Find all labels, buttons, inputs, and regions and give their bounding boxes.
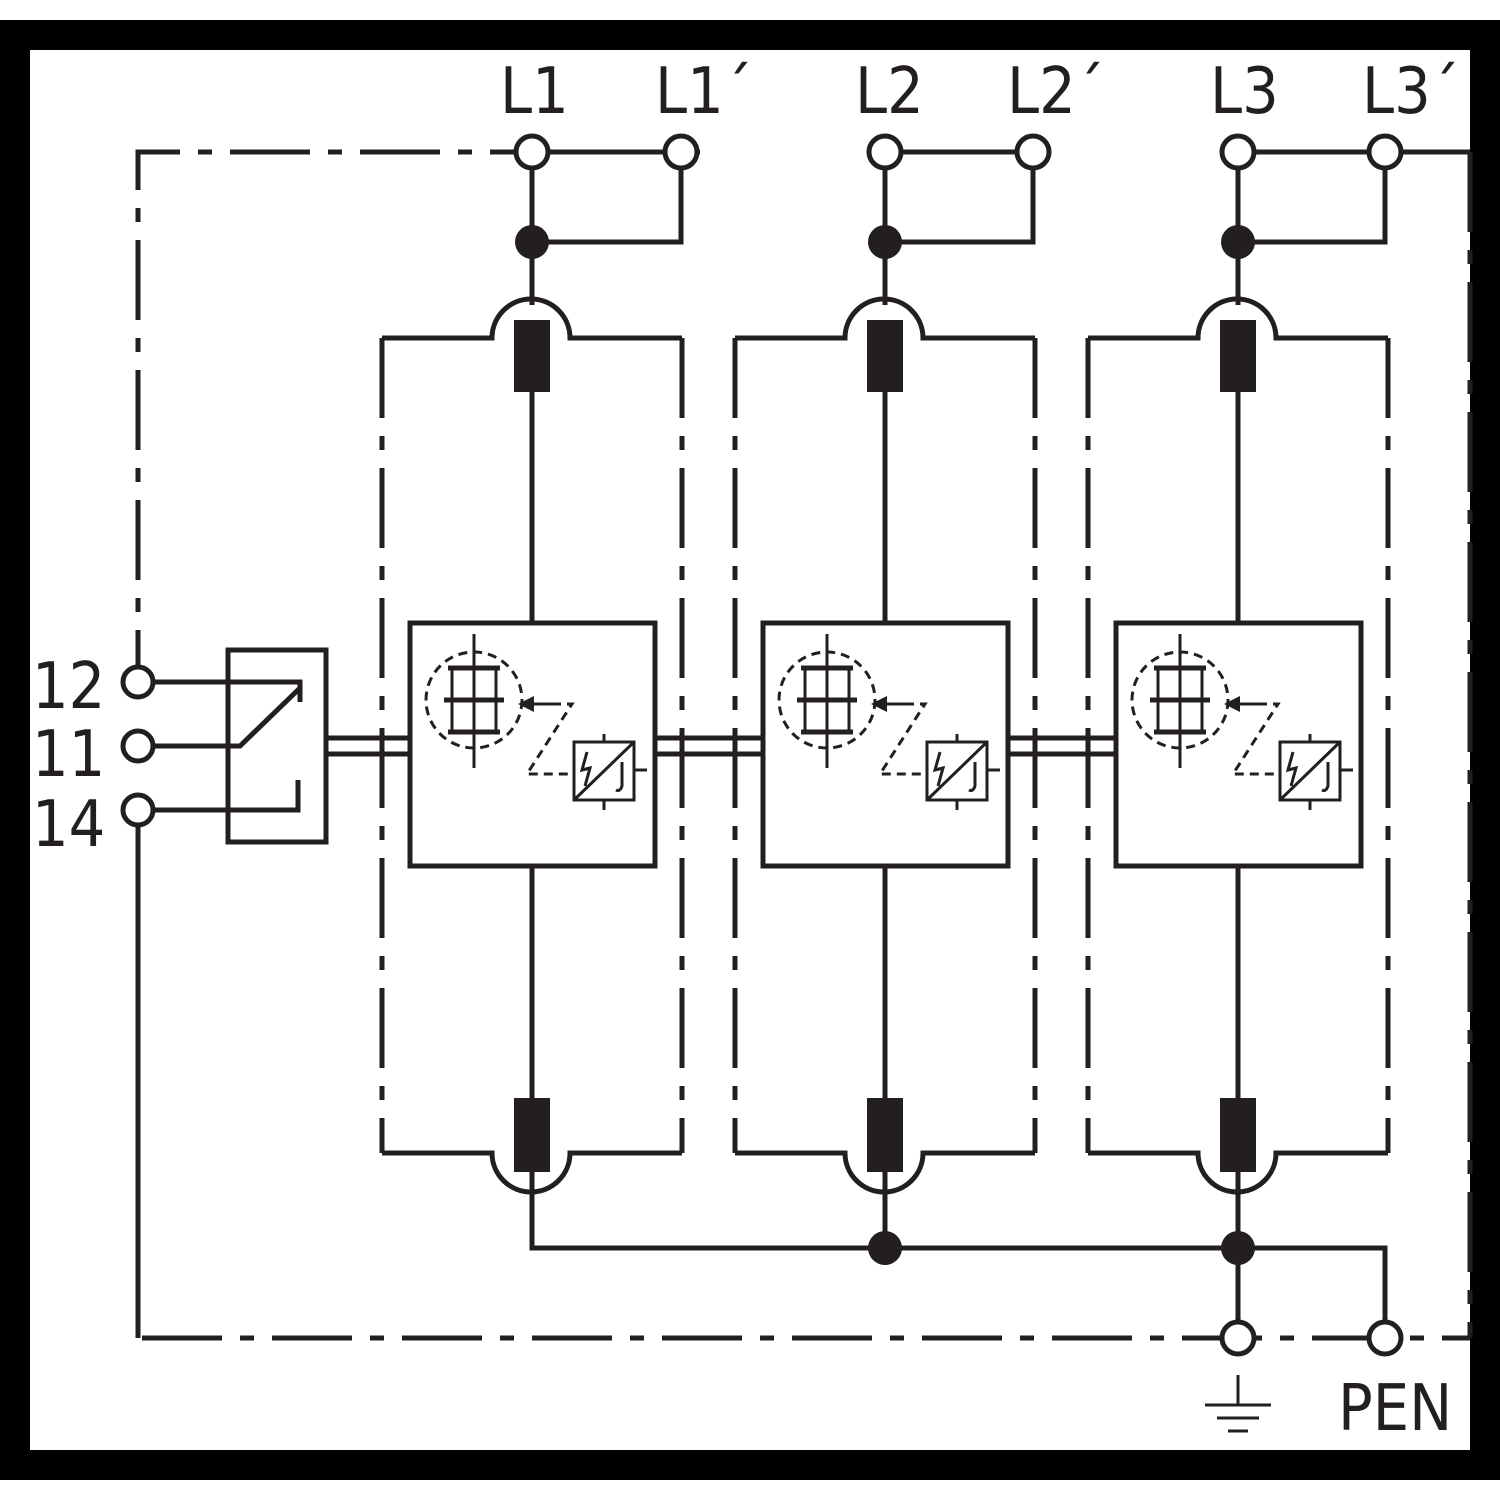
junction-node	[515, 225, 549, 259]
terminal-label-l3-prime: L3´	[1362, 55, 1459, 129]
lightning-icon	[1285, 751, 1299, 787]
bottom-bus	[529, 1190, 1404, 1357]
thermal-icon	[615, 762, 624, 792]
housing-top	[735, 296, 1035, 341]
spark-gap-icon	[424, 634, 575, 776]
signal-terminal-11[interactable]	[120, 728, 156, 764]
varistor-diagonal	[925, 740, 989, 802]
phase-modules	[379, 133, 1404, 1195]
signal-terminal-14[interactable]	[120, 792, 156, 828]
junction-node	[1221, 1231, 1255, 1265]
signal-terminal-12[interactable]	[120, 664, 156, 700]
earth-terminal[interactable]	[1219, 1319, 1257, 1357]
thermal-icon	[1321, 762, 1330, 792]
terminal-label-l2-prime: L2´	[1007, 55, 1104, 129]
terminal-label-l1-prime: L1´	[655, 55, 752, 129]
varistor-diagonal	[572, 740, 636, 802]
phase-module-l3	[1085, 133, 1404, 1195]
module-links	[655, 735, 1116, 757]
junction-node	[868, 1231, 902, 1265]
signal-label-14: 14	[32, 788, 105, 862]
terminal-label-l2: L2	[855, 55, 924, 129]
fuse-top	[514, 320, 550, 392]
fuse-bottom	[867, 1098, 903, 1172]
trigger-arrow-head	[871, 696, 887, 712]
fuse-top	[867, 320, 903, 392]
spark-gap-icon	[1130, 634, 1281, 776]
terminal-l3-prime[interactable]	[1366, 133, 1404, 171]
trigger-arrow-head	[518, 696, 534, 712]
terminal-l2-prime[interactable]	[1014, 133, 1052, 171]
earth-ground-icon	[1205, 1375, 1271, 1433]
signal-label-12: 12	[32, 650, 105, 724]
pen-terminal[interactable]	[1366, 1319, 1404, 1357]
varistor-leads	[955, 734, 1000, 810]
pen-label: PEN	[1338, 1372, 1452, 1446]
fuse-bottom	[1220, 1098, 1256, 1172]
varistor-leads	[602, 734, 647, 810]
outer-frame	[0, 20, 1500, 1480]
varistor-leads	[1308, 734, 1353, 810]
spark-gap-plates	[797, 665, 857, 735]
arrester-module	[760, 620, 1011, 869]
housing-top	[382, 296, 682, 341]
varistor-icon	[572, 734, 647, 810]
arrester-module	[407, 620, 658, 869]
trigger-arrow-head	[1224, 696, 1240, 712]
spark-gap-icon	[777, 634, 928, 776]
bridge-wire	[1238, 152, 1388, 245]
signal-label-11: 11	[32, 718, 105, 792]
thermal-icon	[968, 762, 977, 792]
varistor-icon	[1278, 734, 1353, 810]
junction-node	[868, 225, 902, 259]
fuse-bottom	[514, 1098, 550, 1172]
phase-module-l1	[379, 133, 700, 1195]
spark-gap-plates	[1150, 665, 1210, 735]
varistor-diagonal	[1278, 740, 1342, 802]
terminal-l3[interactable]	[1219, 133, 1257, 171]
trigger-path	[524, 702, 575, 776]
terminal-label-l3: L3	[1210, 55, 1279, 129]
spark-gap-plates	[444, 665, 504, 735]
varistor-icon	[925, 734, 1000, 810]
arrester-module	[1113, 620, 1364, 869]
lightning-icon	[932, 751, 946, 787]
junction-node	[1221, 225, 1255, 259]
phase-module-l2	[732, 133, 1052, 1195]
terminal-l1[interactable]	[513, 133, 551, 171]
terminal-l2[interactable]	[866, 133, 904, 171]
top-terminal-labels: L1 L1´ L2 L2´ L3 L3´	[500, 55, 1459, 129]
lightning-icon	[579, 751, 593, 787]
signal-contact-block	[120, 645, 410, 1338]
bridge-wire	[532, 152, 684, 245]
terminal-label-l1: L1	[500, 55, 569, 129]
enclosure-boundary	[135, 149, 1473, 1341]
bridge-wire	[885, 152, 1036, 245]
housing-top	[1088, 296, 1388, 341]
fuse-top	[1220, 320, 1256, 392]
trigger-path	[1230, 702, 1281, 776]
trigger-path	[877, 702, 928, 776]
terminal-l1-prime[interactable]	[662, 133, 700, 171]
